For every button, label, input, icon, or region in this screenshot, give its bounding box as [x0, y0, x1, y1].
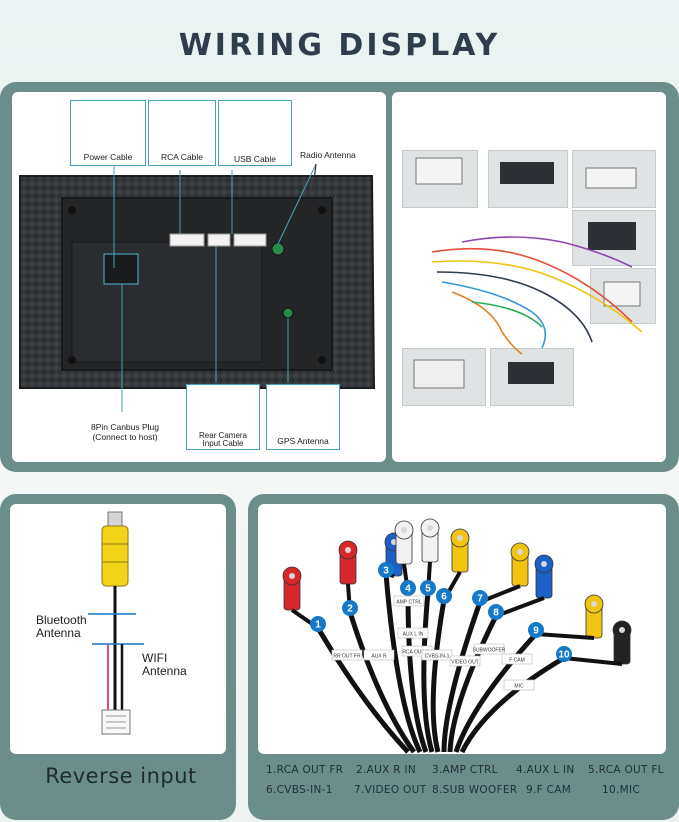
cable-tag: [503, 679, 535, 691]
legend-item: 5.RCA OUT FL: [588, 764, 664, 776]
number-badge-label: 7: [477, 594, 483, 605]
cable-tag: [473, 643, 505, 655]
cable-tag-label: VIDEO OUT: [451, 660, 479, 666]
cable-tag: [363, 649, 395, 661]
cable-tag-label: AUX L IN: [403, 632, 424, 638]
number-badge: [400, 580, 416, 596]
legend-item: 4.AUX L IN: [516, 764, 575, 776]
cable-tag: [331, 649, 363, 661]
gps-antenna-box: [266, 384, 340, 450]
cable-tag: [397, 627, 429, 639]
number-badge-label: 5: [425, 584, 431, 595]
rca-connector: [441, 542, 530, 753]
cable-tag-label: F CAM: [509, 658, 525, 664]
number-badge: [420, 580, 436, 596]
cable-tag-label: AUX R: [371, 654, 387, 660]
bluetooth-antenna-label: Bluetooth Antenna: [36, 613, 87, 640]
cable-tag: [449, 655, 481, 667]
harness-wires-illustration: [413, 157, 643, 389]
cable-tag-label: SUBWOOFER: [473, 648, 506, 654]
wifi-antenna-label: WIFI Antenna: [142, 651, 187, 678]
number-badge: [310, 616, 326, 632]
rca-cable-label: RCA Cable: [160, 152, 204, 162]
power-cable-box: [70, 100, 146, 166]
legend-item: 6.CVBS-IN-1: [266, 784, 333, 796]
number-badge: [488, 604, 504, 620]
legend-item: 1.RCA OUT FR: [266, 764, 344, 776]
gps-antenna-label: GPS Antenna: [277, 436, 329, 446]
reverse-input-title: Reverse input: [45, 764, 197, 788]
radio-antenna-label: Radio Antenna: [300, 150, 356, 160]
antenna-card: Bluetooth Antenna WIFI Antenna: [10, 504, 226, 754]
number-badge-label: 3: [383, 566, 389, 577]
head-unit-card: Power Cable RCA Cable USB Cable Radio An…: [12, 92, 386, 462]
rca-cable-box: [148, 100, 216, 166]
legend-item: 10.MIC: [602, 784, 640, 796]
number-badge-label: 10: [558, 650, 570, 661]
cable-tag-label: CVBS-IN-1: [425, 654, 450, 660]
number-badge-label: 1: [315, 620, 321, 631]
number-badge-label: 2: [347, 604, 353, 615]
legend-item: 8.SUB WOOFER: [432, 784, 518, 796]
rear-camera-label: Rear Camera Input Cable: [198, 431, 247, 448]
rca-connector: [420, 518, 440, 753]
head-unit-illustration: [19, 113, 376, 420]
number-badge: [528, 622, 544, 638]
legend-item: 3.AMP CTRL: [432, 764, 498, 776]
number-badge: [436, 588, 452, 604]
cable-tag: [393, 595, 425, 607]
legend-item: 9.F CAM: [526, 784, 572, 796]
rca-connector: [430, 528, 470, 753]
harness-card: [392, 92, 666, 462]
cable-tag: [421, 649, 453, 661]
page-title: WIRING DISPLAY: [178, 28, 501, 63]
number-badge-label: 6: [441, 592, 447, 603]
number-badge-label: 4: [405, 584, 411, 595]
power-cable-label: Power Cable: [83, 152, 133, 162]
cable-tag-label: MIC: [514, 684, 524, 690]
cable-tag-label: AMP CTRL: [396, 600, 421, 606]
rca-connector: [453, 594, 604, 753]
cable-tag-label: RCA OUT FL: [402, 650, 432, 656]
cable-tag-label: RR OUT FR: [333, 654, 361, 660]
number-badge: [378, 562, 394, 578]
number-badge: [472, 590, 488, 606]
number-badge: [342, 600, 358, 616]
usb-cable-box: [218, 100, 292, 166]
reverse-cable-illustration: [88, 511, 144, 735]
cable-tag: [501, 653, 533, 665]
legend-item: 2.AUX R IN: [356, 764, 417, 776]
rca-connector: [447, 554, 554, 753]
legend-item: 7.VIDEO OUT: [354, 784, 427, 796]
rca-connector: [459, 620, 632, 754]
canbus-plug-label: 8Pin Canbus Plug (Connect to host): [90, 422, 160, 442]
number-badge: [556, 646, 572, 662]
usb-cable-label: USB Cable: [233, 154, 277, 164]
number-badge-label: 9: [533, 626, 539, 637]
number-badge-label: 8: [493, 608, 499, 619]
rear-camera-box: [186, 384, 260, 450]
